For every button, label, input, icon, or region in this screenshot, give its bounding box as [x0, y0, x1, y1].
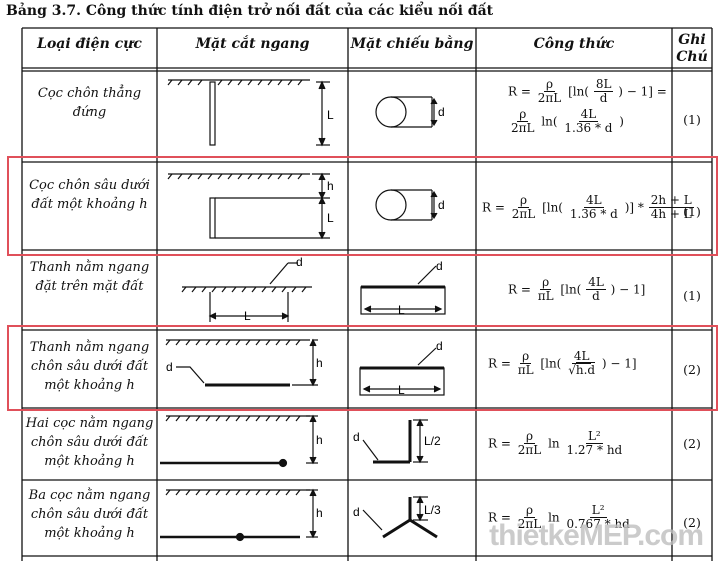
row5-note: (2) — [683, 436, 701, 451]
row1-l-label: L — [327, 108, 334, 122]
header-note: Ghi Chú — [672, 32, 712, 66]
row5-section-drawing — [160, 414, 318, 468]
row3-plan-l-label: L — [398, 303, 405, 317]
row4-plan-d-label: d — [436, 339, 443, 353]
row3-l-label: L — [244, 309, 251, 323]
row2-plan-drawing — [375, 189, 438, 221]
row4-d-label: d — [166, 360, 173, 374]
row6-d-label: d — [353, 505, 360, 519]
row4-note: (2) — [683, 362, 701, 377]
row4-plan-drawing — [359, 347, 445, 396]
row6-l3-label: L/3 — [424, 503, 441, 517]
row6-note: (2) — [683, 515, 701, 530]
header-type: Loại điện cực — [37, 36, 142, 52]
header-plan: Mặt chiếu bằng — [350, 36, 474, 52]
watermark: thietkeMEP.com — [489, 519, 704, 552]
row4-section-drawing — [165, 338, 318, 387]
header-note-line2: Chú — [676, 49, 708, 65]
header-note-line1: Ghi — [678, 32, 706, 48]
row1-section-drawing — [167, 79, 330, 147]
row3-d-label: d — [296, 255, 303, 269]
row2-l-label: L — [327, 211, 334, 225]
header-section: Mặt cắt ngang — [195, 36, 310, 52]
highlight-row2 — [7, 156, 718, 256]
highlight-row4 — [7, 325, 718, 411]
row1-plan-drawing — [375, 96, 438, 128]
row2-section-drawing — [167, 172, 330, 240]
row3-plan-drawing — [360, 265, 446, 315]
row6-plan-drawing — [362, 495, 438, 539]
row3-note: (1) — [683, 288, 701, 303]
row1-d-label: d — [438, 105, 445, 119]
row2-h-label: h — [327, 179, 334, 193]
row2-d-label: d — [438, 198, 445, 212]
row5-d-label: d — [353, 430, 360, 444]
row4-h-label: h — [316, 356, 323, 370]
row5-plan-drawing — [362, 418, 428, 464]
row3-section-drawing — [181, 262, 312, 322]
table-caption: Bảng 3.7. Công thức tính điện trở nối đấ… — [6, 3, 494, 19]
row5-l2-label: L/2 — [424, 434, 441, 448]
row3-plan-d-label: d — [436, 259, 443, 273]
row5-h-label: h — [316, 433, 323, 447]
row6-h-label: h — [316, 506, 323, 520]
header-formula: Công thức — [533, 36, 615, 52]
row1-note: (1) — [683, 112, 701, 127]
row6-section-drawing — [160, 488, 318, 542]
row4-plan-l-label: L — [398, 383, 405, 397]
